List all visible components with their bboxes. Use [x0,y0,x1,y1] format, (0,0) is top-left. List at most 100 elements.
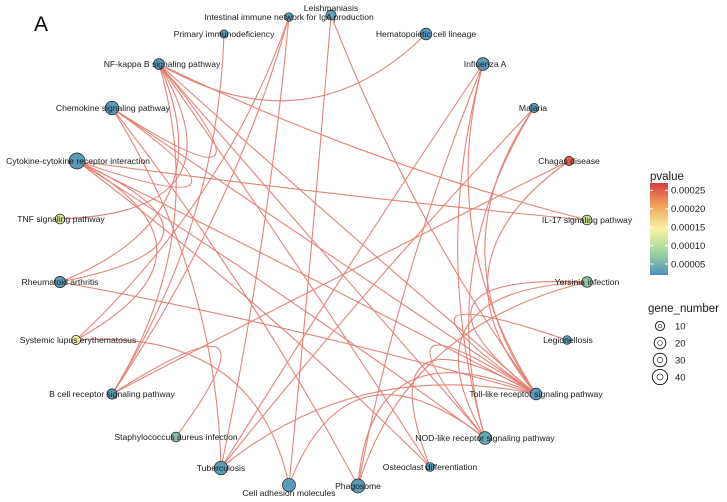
size-legend-circle [651,368,669,386]
legend: pvalue 0.000250.000200.000150.000100.000… [648,171,719,386]
node-celladh [282,478,296,492]
edge-tlr-ra [59,281,537,395]
edge-chemokine-nfkb [111,63,217,158]
node-label-bcell: B cell receptor signaling pathway [49,389,175,399]
node-cytokine [68,152,86,170]
node-staph [170,431,182,443]
node-legion [562,335,572,345]
color-tick-label: 0.00020 [671,204,705,215]
edge-yersinia-phago [357,281,588,487]
edge-celladh-sle [75,338,290,486]
node-label-nod: NOD-like receptor signaling pathway [415,433,555,443]
node-label-chagas: Chagas disease [538,156,600,166]
size-legend-label: 30 [675,356,686,367]
edge-intestinal-sle [75,16,290,341]
edge-il17-nfkb [158,63,588,221]
edge-tlr-cytokine [76,160,537,395]
node-chagas [564,156,574,166]
node-label-legion: Legionellosis [543,335,593,345]
color-tick-label: 0.00025 [671,186,705,197]
node-label-ra: Rheumatoid arthritis [22,277,99,287]
edge-ra-cytokine [59,160,164,283]
edge-osteo-nfkb [158,63,431,468]
node-label-sle: Systemic lupus erythematosus [20,335,137,345]
edge-chemokine-cytokine [76,107,193,188]
edge-primary-bcell [111,33,225,395]
color-tick-label: 0.00010 [671,241,705,252]
edge-intestinal-bcell [111,16,290,395]
size-legend-title: gene_number [648,303,719,315]
edge-tlr-nod [429,344,537,439]
edge-chagas-bcell [111,160,570,395]
node-malaria [529,103,539,113]
label-layer: Intestinal immune network for IgA produc… [6,3,633,498]
node-label-intestinal: Intestinal immune network for IgA produc… [204,12,374,22]
edge-layer [59,14,588,487]
edge-nod-cytokine [76,160,486,439]
node-sle [71,335,81,345]
panel-label: A [34,13,48,36]
edge-influenza-tb [220,63,484,469]
node-nod [478,431,492,445]
node-tnf [54,213,66,225]
edge-nod-celladh [288,394,486,486]
edge-yersinia-nod [457,281,588,439]
node-label-leish: Leishmaniasis [304,3,358,13]
node-label-tlr: Toll-like receptor signaling pathway [469,389,603,399]
node-label-celladh: Cell adhesion molecules [242,488,335,498]
edge-sle-cytokine [75,160,158,341]
size-legend-items: 10 20 30 40 [651,320,686,386]
color-bar [650,183,668,275]
edge-phago-chemokine [111,107,359,487]
node-primary [219,29,229,39]
size-legend-circle-inner [657,340,663,346]
edge-staph-bcell [111,345,222,438]
size-legend-circle-inner [656,373,664,381]
node-label-staph: Staphylococcus aureus infection [114,432,237,442]
node-phago [350,478,366,494]
edge-influenza-nod [457,63,486,439]
node-nfkb [153,58,165,70]
size-legend-circle-inner [657,323,663,329]
edge-legion-tlr [453,313,568,395]
edge-tb-tlr [220,384,537,469]
size-legend-label: 10 [675,322,686,333]
edge-yersinia-tlr [470,280,588,395]
node-yersinia [581,276,593,288]
size-legend-label: 40 [675,373,686,384]
edge-intestinal-tb [220,16,290,469]
edge-osteo-cytokine [76,160,431,468]
node-label-hemato: Hematopoietic cell lineage [376,29,477,39]
node-label-malaria: Malaria [519,103,547,113]
edge-tb-chemokine [111,107,222,469]
edge-tnf-nfkb [59,63,188,220]
node-label-tnf: TNF signaling pathway [17,214,105,224]
node-label-nfkb: NF-kappa B signaling pathway [104,59,221,69]
node-label-chemokine: Chemokine signaling pathway [56,103,171,113]
edge-nod-nfkb [158,63,486,439]
size-legend-circle [652,352,668,368]
node-leish [325,9,337,21]
node-tlr [529,387,543,401]
size-legend-circle [654,320,666,332]
node-tb [213,460,229,476]
node-layer [54,9,593,494]
edge-tlr-phago [357,372,537,487]
edge-influenza-tlr [467,63,537,395]
node-osteo [425,462,435,472]
node-bcell [106,388,118,400]
edge-tlr-nfkb [158,63,537,395]
node-influenza [476,57,490,71]
edge-leish-celladh [288,14,332,486]
size-legend-circle [653,336,667,350]
node-hemato [419,27,433,41]
size-legend-label: 20 [675,339,686,350]
node-label-cytokine: Cytokine-cytokine receptor interaction [6,156,150,166]
edge-tlr-chemokine [111,107,537,395]
color-legend-title: pvalue [650,171,684,183]
size-legend-circle-inner [656,356,664,364]
edge-chagas-tlr [486,160,570,395]
color-tick-label: 0.00005 [671,259,705,270]
